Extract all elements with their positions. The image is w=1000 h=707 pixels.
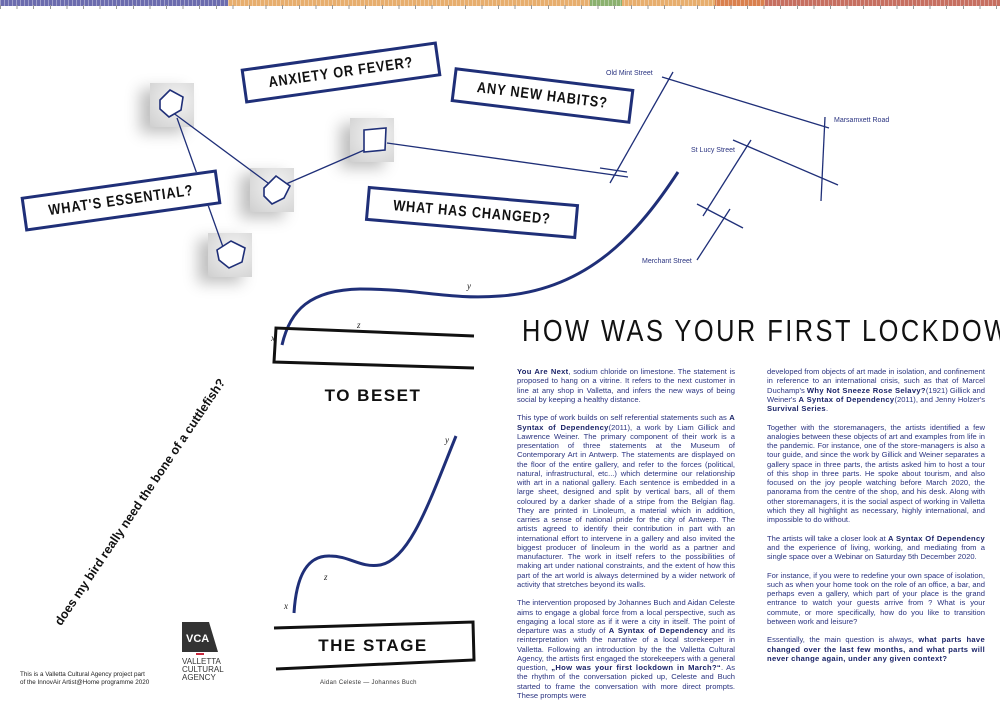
logo-name: AGENCY xyxy=(182,673,216,682)
axis-y-label: y xyxy=(467,281,471,291)
question-text: WHAT HAS CHANGED? xyxy=(392,197,552,228)
text-column-1: You Are Next, sodium chloride on limesto… xyxy=(517,367,736,700)
question-text: ANY NEW HABITS? xyxy=(476,79,609,112)
authors: Aidan Celeste — Johannes Buch xyxy=(320,680,417,686)
cube-icon xyxy=(216,240,246,269)
text-column-2: developed from objects of art made in is… xyxy=(767,367,986,663)
street-label-merchant: Merchant Street xyxy=(642,258,692,265)
street-line xyxy=(661,76,830,129)
cube-icon xyxy=(159,89,184,118)
axis-x-label: x xyxy=(284,601,288,611)
credit-line: of the InnovAir Artist@Home programme 20… xyxy=(20,679,150,686)
to-beset-label: TO BESET xyxy=(274,374,472,418)
axis-x-label: x xyxy=(271,333,275,343)
street-old-mint xyxy=(609,71,674,184)
cube-icon xyxy=(263,174,292,205)
logo-accent xyxy=(196,653,204,655)
network-line xyxy=(171,111,273,187)
street-label-old-mint: Old Mint Street xyxy=(606,70,653,77)
timeline-tick-marks xyxy=(0,5,1000,9)
street-cross xyxy=(599,167,628,173)
street-label-st-lucy: St Lucy Street xyxy=(691,147,735,154)
page-title: HOW WAS YOUR FIRST LOCKDOWN? xyxy=(522,313,1000,348)
network-line xyxy=(386,142,629,178)
stage-box-outline xyxy=(273,620,476,671)
logo-name: CULTURAL xyxy=(182,665,224,674)
credit-line: This is a Valletta Cultural Agency proje… xyxy=(20,671,145,678)
street-line xyxy=(696,203,744,229)
axis-z-label: z xyxy=(324,572,328,582)
network-line xyxy=(285,147,370,185)
street-st-lucy xyxy=(702,139,752,217)
timeline-strip xyxy=(0,0,1000,6)
curve-bottom xyxy=(292,435,458,614)
logo-name: VALLETTA xyxy=(182,657,221,666)
box-text: THE STAGE xyxy=(318,636,428,655)
axis-y-label: y xyxy=(445,435,449,445)
street-line xyxy=(732,139,839,186)
street-merchant xyxy=(696,208,731,261)
axis-z-label: z xyxy=(357,320,361,330)
beset-box-outline xyxy=(272,326,475,370)
box-text: TO BESET xyxy=(324,386,422,405)
street-marsamxett xyxy=(820,116,826,202)
logo-mark: VCA xyxy=(182,622,218,652)
cube-icon xyxy=(363,127,387,153)
curve-top xyxy=(280,171,680,346)
the-stage-label: THE STAGE xyxy=(274,624,472,668)
street-label-marsamxett: Marsamxett Road xyxy=(834,117,890,124)
credit-note: This is a Valletta Cultural Agency proje… xyxy=(20,671,149,687)
